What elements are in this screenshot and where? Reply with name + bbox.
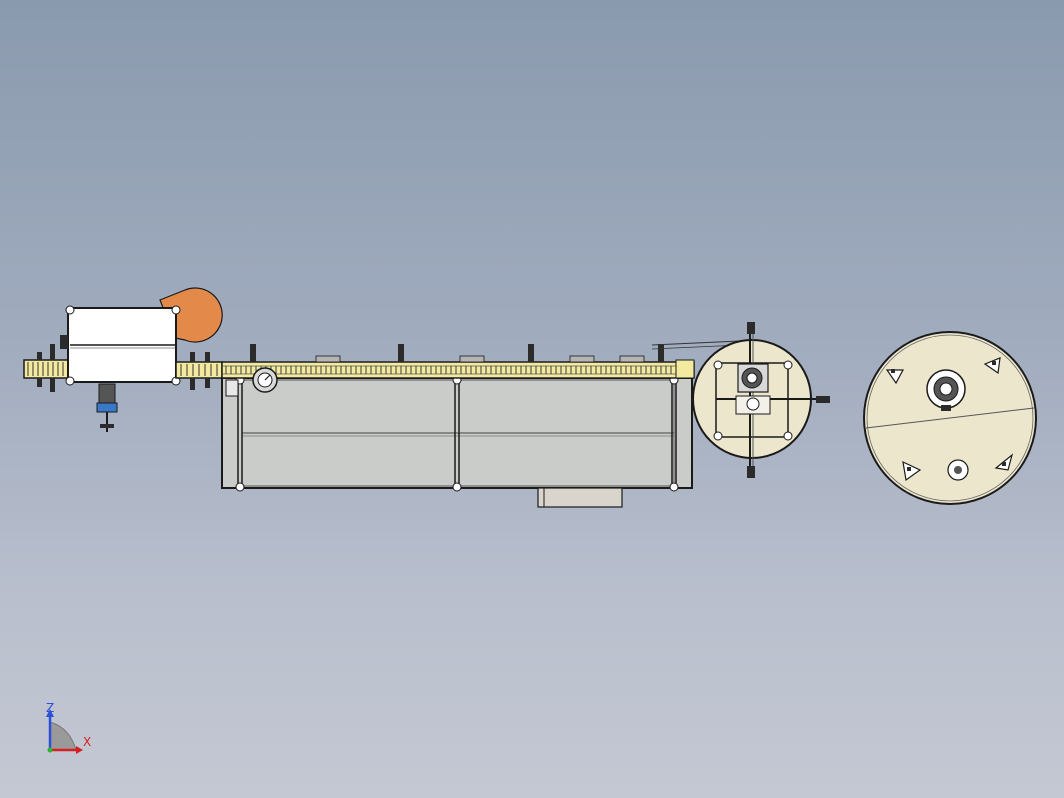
filling-unit-conveyor-cleats [27,362,64,376]
conveyor-belt-posts [250,344,664,362]
vessel [863,331,1037,505]
tank-drain-box [537,487,623,508]
triad-plane [49,721,77,751]
tank-frame [221,375,693,508]
axis-triad: Z X [46,701,91,754]
triad-z-label: Z [46,701,54,715]
conveyor-belt-cleats [225,366,692,374]
conveyor-belt-top [221,361,695,379]
triad-x-label: X [83,735,91,749]
filling-unit-motor [96,402,118,413]
filling-unit-posts [37,344,55,392]
filling-unit [23,287,223,432]
capping-unit [651,322,830,478]
